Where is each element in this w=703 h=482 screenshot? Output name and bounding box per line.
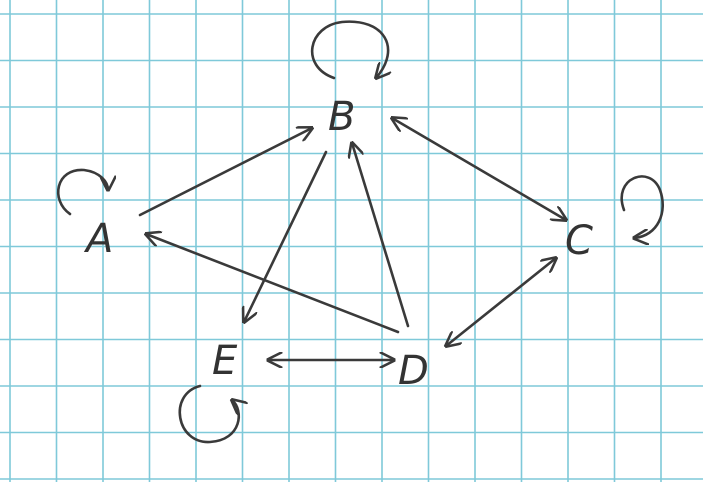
self-loop-e	[178, 384, 239, 444]
edge-d-b	[352, 143, 410, 328]
self-loop-b	[310, 20, 388, 78]
nodes-group: A B C D E	[83, 94, 593, 394]
edge-b-c	[392, 118, 566, 220]
node-b-label: B	[328, 94, 355, 140]
edge-a-b	[138, 128, 312, 217]
node-d-label: D	[398, 348, 429, 394]
node-c-label: C	[565, 218, 593, 264]
edge-c-d	[446, 258, 556, 346]
self-loop-c	[620, 175, 665, 238]
node-e-label: E	[212, 338, 238, 384]
edges-group	[138, 118, 566, 360]
edge-d-a	[146, 234, 400, 334]
node-a-label: A	[83, 216, 113, 262]
self-loops-group	[56, 20, 665, 444]
edge-b-e	[244, 150, 328, 322]
self-loop-a	[56, 168, 108, 216]
